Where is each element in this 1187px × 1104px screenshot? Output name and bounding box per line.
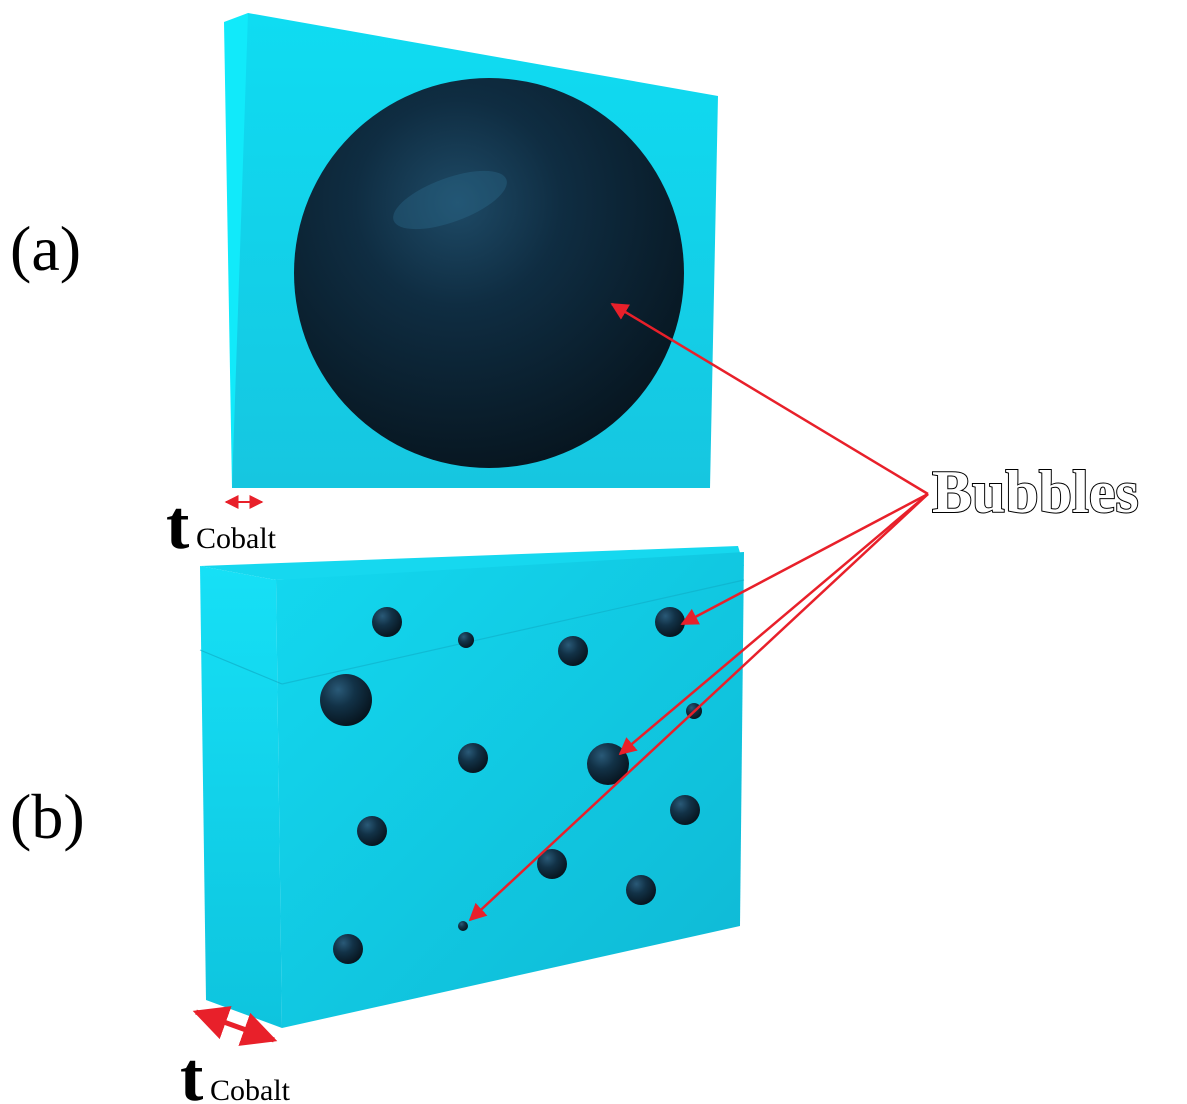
thickness-indicator-b: t Cobalt bbox=[180, 1006, 291, 1104]
bubble bbox=[655, 607, 685, 637]
bubble bbox=[537, 849, 567, 879]
bubble bbox=[372, 607, 402, 637]
slab-b-edge-line bbox=[199, 649, 283, 685]
bubble bbox=[320, 674, 372, 726]
thickness-subscript-b: Cobalt bbox=[210, 1074, 291, 1104]
callout-arrow-top-right-bubble bbox=[680, 492, 929, 626]
panel-label-a: (a) bbox=[10, 213, 81, 284]
large-bubble-highlight bbox=[393, 170, 507, 230]
bubble bbox=[558, 636, 588, 666]
bubble bbox=[357, 816, 387, 846]
large-bubble bbox=[294, 78, 684, 468]
bubble bbox=[458, 921, 468, 931]
slab-b-side-face bbox=[200, 566, 282, 1028]
bubble bbox=[587, 743, 629, 785]
callout-arrow-large-bubble bbox=[610, 302, 929, 496]
bubble bbox=[670, 795, 700, 825]
bubble bbox=[626, 875, 656, 905]
thickness-symbol-a: t bbox=[166, 487, 189, 564]
slab-b-edge-line-2 bbox=[281, 579, 745, 685]
bubble bbox=[458, 632, 474, 648]
bubble bbox=[458, 743, 488, 773]
panel-b-slab bbox=[199, 546, 745, 1028]
panel-a-slab bbox=[224, 13, 718, 488]
callout-arrow-tiny-bubble bbox=[468, 493, 929, 922]
panel-label-b: (b) bbox=[10, 781, 85, 852]
thickness-symbol-b: t bbox=[180, 1039, 203, 1104]
thickness-indicator-a: t Cobalt bbox=[166, 487, 277, 564]
bubble bbox=[333, 934, 363, 964]
thickness-subscript-a: Cobalt bbox=[196, 522, 277, 555]
slab-b-front-face bbox=[276, 552, 744, 1028]
bubble-field bbox=[320, 607, 702, 964]
bubbles-callout-label: Bubbles bbox=[932, 459, 1139, 525]
callout-arrows bbox=[468, 302, 929, 922]
callout-arrow-mid-bubble bbox=[618, 493, 929, 756]
slab-b-top-face bbox=[200, 546, 744, 580]
